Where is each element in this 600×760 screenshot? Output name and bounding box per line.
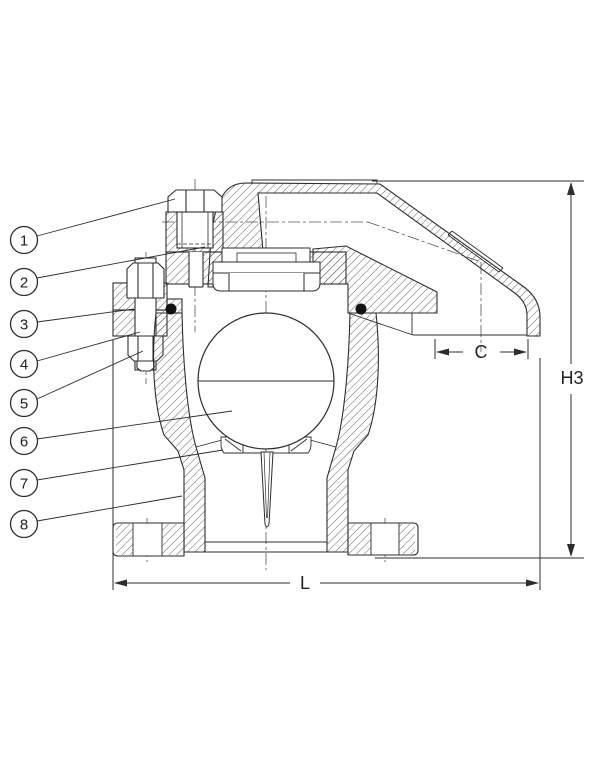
callouts: 1 2 3 4 5 6 7 (9, 198, 233, 539)
callout-2: 2 (9, 246, 206, 297)
seal-markers (165, 303, 367, 315)
top-bolt-stem-channel (188, 252, 204, 288)
l-arrow-left (114, 579, 127, 587)
seat-upper-inner (236, 252, 297, 263)
dimension-C: C (434, 339, 529, 362)
callout-2-number: 2 (20, 275, 28, 292)
seat-assembly (212, 247, 321, 292)
dimension-l-label: L (300, 573, 310, 593)
h3-arrow-bottom (567, 544, 575, 557)
dimension-c-label: C (475, 342, 488, 362)
callout-4-number: 4 (20, 357, 28, 374)
callout-3-number: 3 (20, 317, 28, 334)
hood-top-rib (251, 179, 378, 184)
callout-5: 5 (9, 350, 144, 418)
ball (197, 312, 335, 450)
dimension-h3-label: H3 (560, 368, 583, 388)
top-bolt (165, 189, 224, 288)
flange-right-hatch-a (348, 524, 371, 554)
h3-arrow-top (567, 182, 575, 195)
body-wall-right (326, 312, 379, 553)
callout-1-number: 1 (20, 233, 28, 250)
seat-lip-left (212, 272, 230, 292)
seat-ring-plate (212, 261, 321, 274)
c-arrow-left (436, 348, 449, 356)
drip-pin-body (260, 451, 274, 528)
bowl-floor (195, 439, 337, 448)
callout-6: 6 (9, 410, 233, 456)
top-bolt-threaded-hole (176, 211, 214, 249)
top-bolt-hex-head (167, 189, 223, 213)
body (153, 312, 379, 553)
drip-pin (243, 451, 289, 528)
hood-shell (207, 182, 541, 337)
l-arrow-right (526, 579, 539, 587)
body-wall-left (153, 312, 206, 553)
dimension-H3: H3 (372, 180, 584, 559)
hood-slope-rib (447, 230, 504, 273)
flange-right-hatch-b (399, 524, 415, 554)
c-arrow-right (514, 348, 527, 356)
callout-3: 3 (9, 308, 135, 339)
callout-5-number: 5 (20, 396, 28, 413)
o-ring-right (355, 303, 367, 315)
callout-7-number: 7 (20, 476, 28, 493)
seat-body (229, 273, 304, 291)
flange-left-hatch-a (116, 524, 133, 555)
callout-6-number: 6 (20, 434, 28, 451)
seat-lip-right (303, 272, 321, 292)
side-bolt-upper-nut (126, 262, 165, 299)
callout-4: 4 (9, 331, 141, 379)
callout-8-number: 8 (20, 517, 28, 534)
dimension-L: L (112, 340, 541, 593)
callout-7: 7 (9, 449, 224, 498)
o-ring-left (165, 303, 177, 315)
callout-8: 8 (9, 495, 183, 539)
flange-left-hatch-b (162, 524, 184, 555)
side-bolt-stud-tip (136, 360, 155, 372)
callout-1: 1 (9, 198, 176, 255)
base-flange (112, 522, 419, 557)
bottom-port (205, 541, 327, 553)
